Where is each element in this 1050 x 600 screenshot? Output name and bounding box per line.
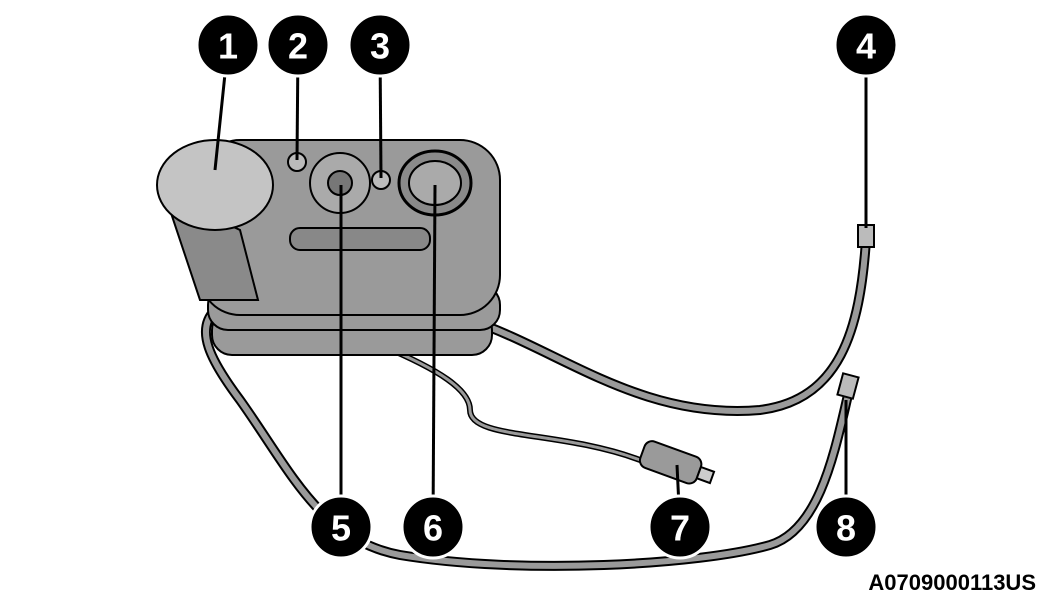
callout-3: 3 [347, 12, 413, 78]
callout-5: 5 [308, 494, 374, 560]
hose-connector-8 [836, 372, 860, 400]
figure-id-caption: A0709000113US [868, 570, 1036, 595]
callout-label: 7 [670, 508, 690, 549]
callout-label: 3 [370, 26, 390, 67]
callout-2: 2 [265, 12, 331, 78]
callout-7: 7 [647, 494, 713, 560]
callout-6: 6 [400, 494, 466, 560]
callout-label: 5 [331, 508, 351, 549]
power-plug [638, 440, 716, 485]
callout-1: 1 [195, 12, 261, 78]
callout-label: 2 [288, 26, 308, 67]
hose-right [465, 235, 871, 416]
pressure-cap [156, 139, 274, 231]
callout-4: 4 [833, 12, 899, 78]
callout-label: 4 [856, 26, 876, 67]
callout-label: 6 [423, 508, 443, 549]
callout-label: 1 [218, 26, 238, 67]
hose-connector-4 [857, 224, 875, 248]
callout-label: 8 [836, 508, 856, 549]
vent-slot [289, 227, 431, 251]
callout-8: 8 [813, 494, 879, 560]
